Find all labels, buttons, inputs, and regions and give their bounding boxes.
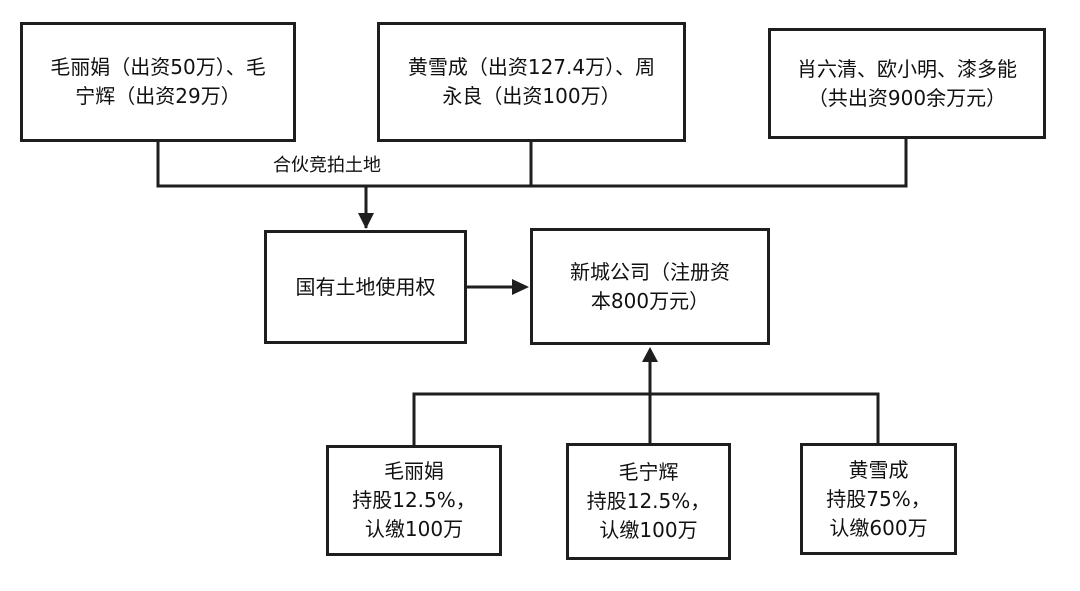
merge-line-shareholders (412, 392, 880, 447)
land-use-right-box: 国有土地使用权 (264, 230, 467, 344)
investor-mao-text: 毛丽娟（出资50万）、毛 宁辉（出资29万） (50, 55, 266, 108)
shareholder-huang-xuecheng-text: 黄雪成 持股75%， 认缴600万 (826, 457, 931, 540)
investor-huang-zhou-text: 黄雪成（出资127.4万）、周 永良（出资100万） (407, 55, 656, 108)
shareholder-mao-ninghui-text: 毛宁辉 持股12.5%， 认缴100万 (586, 460, 711, 542)
arrowhead-land (358, 213, 374, 229)
shareholder-box-huang-xuecheng: 黄雪成 持股75%， 认缴600万 (800, 443, 957, 555)
edge-label-joint-bid: 合伙竞拍土地 (273, 155, 381, 176)
investor-box-xiao-group: 肖六清、欧小明、漆多能 （共出资900余万元） (768, 28, 1046, 139)
arrowhead-shareholders (642, 347, 658, 362)
investor-box-huang-zhou: 黄雪成（出资127.4万）、周 永良（出资100万） (377, 22, 686, 142)
land-use-right-text: 国有土地使用权 (295, 274, 436, 299)
shareholder-mao-lijuan-text: 毛丽娟 持股12.5%， 认缴100万 (352, 459, 476, 541)
arrowhead-company (512, 279, 529, 295)
shareholder-box-mao-ninghui: 毛宁辉 持股12.5%， 认缴100万 (566, 443, 731, 560)
shareholder-box-mao-lijuan: 毛丽娟 持股12.5%， 认缴100万 (326, 445, 502, 556)
investor-xiao-group-text: 肖六清、欧小明、漆多能 （共出资900余万元） (797, 56, 1017, 110)
company-text: 新城公司（注册资 本800万元） (570, 259, 730, 313)
company-box: 新城公司（注册资 本800万元） (530, 228, 770, 345)
investor-box-mao: 毛丽娟（出资50万）、毛 宁辉（出资29万） (20, 22, 296, 142)
